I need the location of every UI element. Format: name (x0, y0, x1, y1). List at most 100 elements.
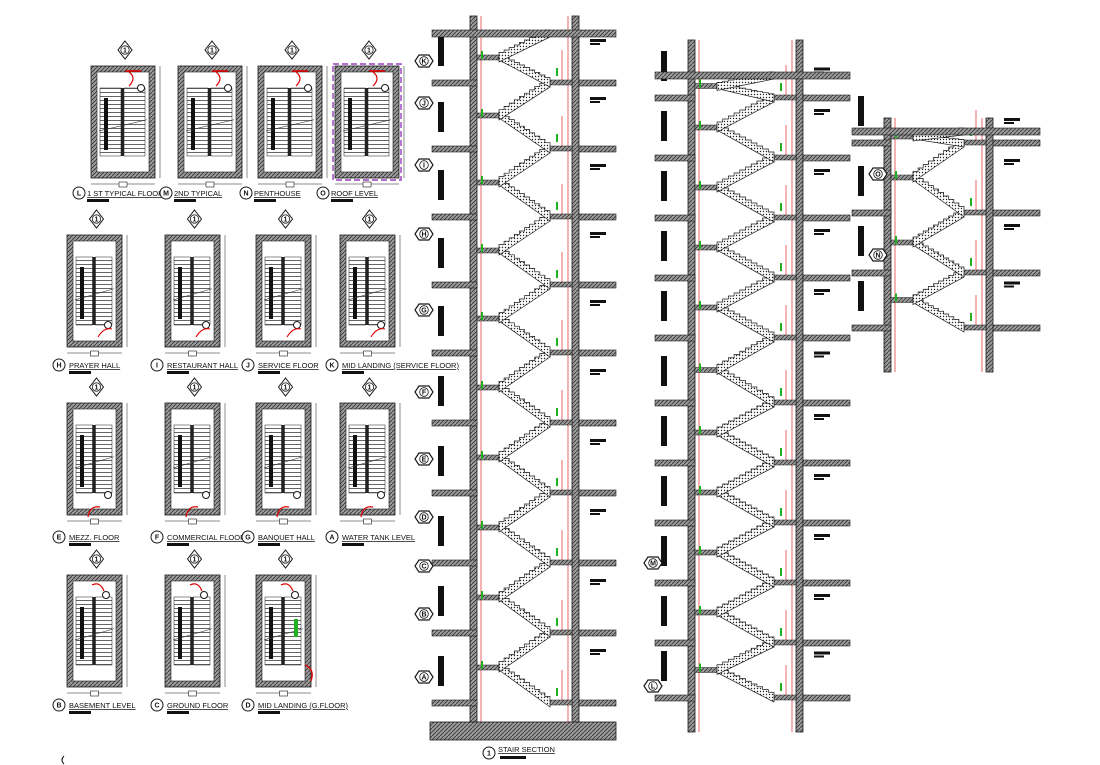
green-mark (556, 338, 558, 346)
annotation-block (814, 173, 824, 175)
stair-flight (912, 209, 965, 248)
door-opening (661, 356, 667, 386)
landing (476, 112, 500, 119)
section-tag (363, 518, 372, 525)
lift-symbol (293, 491, 301, 499)
green-mark (699, 121, 701, 129)
landing (773, 214, 797, 221)
handrail (269, 435, 273, 487)
plan-title: GROUND FLOOR (167, 701, 229, 710)
level-marker-letter: E (422, 457, 427, 464)
stair-flight (498, 349, 551, 393)
floor-slab (431, 699, 478, 707)
marker-circle (91, 214, 102, 224)
level-marker: B (414, 607, 434, 621)
stair-flight (193, 256, 211, 326)
green-mark (699, 181, 701, 189)
floor-slab (578, 349, 617, 357)
plan-level-marker: M (159, 186, 173, 200)
landing (549, 629, 573, 636)
stair-flight (284, 596, 302, 666)
door-swing (286, 328, 302, 338)
plan-scale-bar (258, 711, 280, 714)
door-opening (661, 476, 667, 506)
level-marker-letter: G (245, 535, 251, 542)
annotation-block (590, 304, 600, 306)
handrail (80, 267, 84, 319)
annotation-block (590, 43, 600, 45)
floor-slab (802, 639, 851, 647)
cut-line (98, 119, 148, 132)
green-mark (699, 546, 701, 554)
green-mark (556, 478, 558, 486)
landing (549, 419, 573, 426)
landing (963, 139, 987, 146)
door-opening (661, 171, 667, 201)
marker-number: 1 (210, 48, 214, 55)
floor-slab (654, 154, 696, 162)
level-marker: J (414, 96, 434, 110)
annotation-block (814, 229, 830, 232)
stair-flight (716, 124, 775, 163)
section-number: 1 (487, 751, 491, 758)
floor-slab (851, 209, 892, 217)
stair-flight (716, 304, 775, 343)
annotation-block (814, 598, 824, 600)
stair-flight (75, 424, 93, 494)
green-mark (780, 388, 782, 396)
annotation-block (590, 439, 606, 442)
marker-number: 1 (95, 385, 99, 392)
annotation-block (1004, 159, 1020, 162)
green-mark (780, 263, 782, 271)
landing (694, 304, 718, 311)
stair-flight (75, 256, 93, 326)
green-mark (780, 628, 782, 636)
cut-line (74, 628, 115, 641)
plan-level-marker: D (241, 698, 255, 712)
section-tag (188, 350, 197, 357)
floor-slab (578, 489, 617, 497)
door-swing (280, 583, 294, 592)
floor-slab (578, 419, 617, 427)
stair-flight (210, 87, 233, 157)
floor-slab (578, 213, 617, 221)
door-swing (87, 506, 101, 518)
stair-flight (498, 315, 551, 358)
plan-section-marker: 1 (361, 209, 378, 229)
stair-flight (348, 256, 366, 326)
level-marker-letter: L (77, 191, 82, 198)
level-marker-letter: A (329, 535, 334, 542)
level-marker-letter: J (422, 101, 426, 108)
green-mark (481, 51, 483, 59)
landing (476, 454, 500, 461)
level-marker-letter: B (56, 703, 61, 710)
handrail (353, 267, 357, 319)
section-wall (571, 15, 580, 733)
handrail (80, 607, 84, 659)
level-marker-circle (419, 512, 429, 522)
level-marker: C (414, 559, 434, 573)
level-marker-circle (52, 698, 66, 712)
stair-flight (498, 247, 551, 290)
section-tag (279, 690, 288, 697)
annotation-block (590, 653, 600, 655)
level-marker-circle (419, 387, 429, 397)
floor-slab (431, 29, 617, 38)
stair-well (365, 88, 368, 156)
marker-circle (120, 45, 130, 55)
door-opening (661, 416, 667, 446)
level-marker-circle (316, 186, 330, 200)
level-marker-circle (419, 609, 429, 619)
marker-number: 1 (193, 385, 197, 392)
landing (476, 594, 500, 601)
stair-flight (290, 87, 313, 157)
stair-flight (284, 256, 302, 326)
handrail (178, 267, 182, 319)
green-mark (699, 663, 701, 672)
marker-circle (287, 45, 297, 55)
floor-slab (992, 139, 1041, 147)
